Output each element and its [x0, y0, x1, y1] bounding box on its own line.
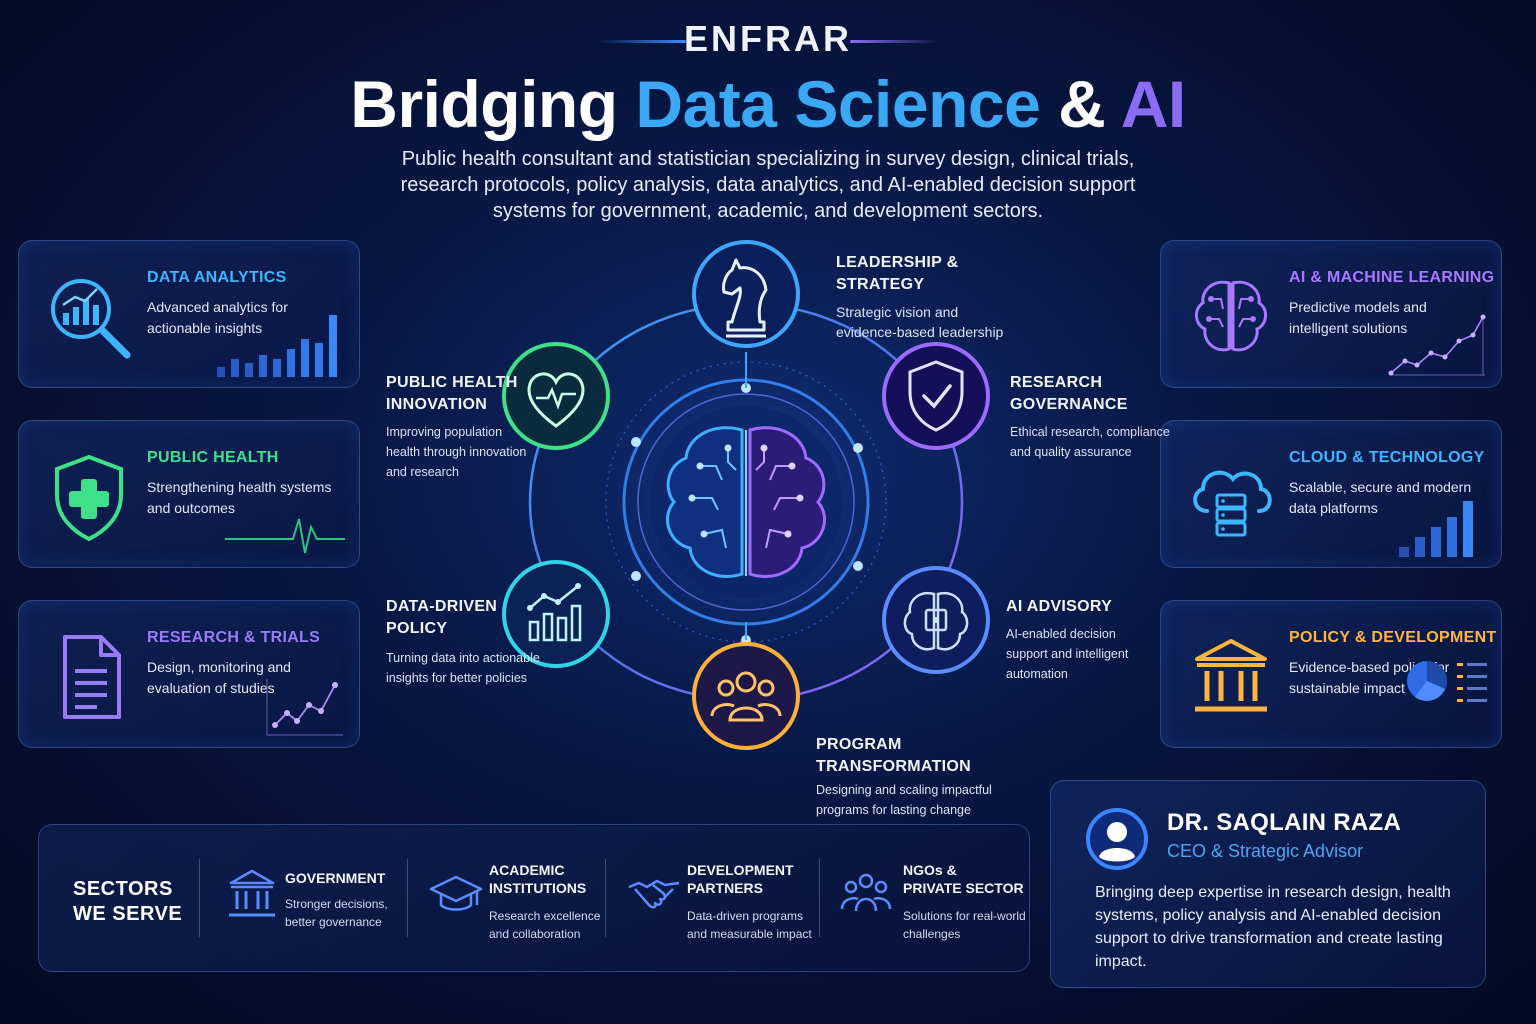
card-desc: Design, monitoring and evaluation of stu…	[147, 659, 291, 696]
chess-knight-icon	[722, 258, 768, 338]
chip-brain-icon	[903, 591, 969, 651]
node-research-governance	[882, 342, 990, 450]
card-policy-development: POLICY & DEVELOPMENT Evidence-based poli…	[1160, 600, 1502, 748]
divider	[605, 859, 606, 937]
brand-name: ENFRAR	[684, 18, 852, 59]
label-leadership-strategy: LEADERSHIP & STRATEGY Strategic vision a…	[836, 254, 1004, 340]
profile-name: DR. SAQLAIN RAZA	[1167, 809, 1402, 836]
trend-line-decoration	[1388, 314, 1486, 376]
node-leadership-strategy	[692, 240, 800, 348]
card-desc: Evidence-based policy for sustainable im…	[1289, 659, 1450, 696]
magnifier-chart-icon	[51, 279, 131, 359]
card-desc: Advanced analytics for actionable insigh…	[147, 299, 288, 336]
card-title: DATA ANALYTICS	[147, 269, 287, 286]
brand-line-right	[850, 40, 940, 43]
card-desc: Strengthening health systems and outcome…	[147, 479, 332, 516]
card-research-trials: RESEARCH & TRIALS Design, monitoring and…	[18, 600, 360, 748]
cloud-server-icon	[1193, 470, 1272, 537]
card-cloud-technology: CLOUD & TECHNOLOGY Scalable, secure and …	[1160, 420, 1502, 568]
card-desc: Scalable, secure and modern data platfor…	[1289, 479, 1472, 516]
card-desc: Predictive models and intelligent soluti…	[1289, 299, 1427, 336]
government-building-icon	[229, 869, 275, 917]
divider	[199, 859, 200, 937]
line-graph-decoration	[266, 679, 343, 736]
card-title: AI & MACHINE LEARNING	[1289, 269, 1495, 286]
label-public-health-innovation: PUBLIC HEALTH INNOVATION Improving popul…	[386, 374, 527, 479]
title-part-4: AI	[1120, 67, 1187, 141]
node-ai-advisory	[882, 566, 990, 674]
central-hub-diagram	[502, 240, 990, 750]
divider	[819, 859, 820, 937]
shield-cross-icon	[55, 454, 123, 542]
sectors-title: SECTORS WE SERVE	[73, 878, 183, 925]
node-program-transformation	[692, 642, 800, 750]
bar-graph-decoration	[217, 315, 337, 377]
title-part-1: Bridging	[350, 67, 618, 141]
card-title: CLOUD & TECHNOLOGY	[1289, 449, 1485, 466]
brand-line-left	[596, 40, 686, 43]
pulse-line-decoration	[225, 518, 345, 554]
graduation-cap-icon	[429, 875, 483, 911]
profile-card: DR. SAQLAIN RAZA CEO & Strategic Advisor…	[1050, 780, 1486, 988]
divider	[407, 859, 408, 937]
card-title: RESEARCH & TRIALS	[147, 629, 321, 646]
subtitle-line-1: Public health consultant and statisticia…	[401, 148, 1135, 170]
card-title: POLICY & DEVELOPMENT	[1289, 629, 1497, 646]
label-program-transformation: PROGRAM TRANSFORMATION Designing and sca…	[816, 736, 992, 817]
card-public-health: PUBLIC HEALTH Strengthening health syste…	[18, 420, 360, 568]
profile-bio: Bringing deep expertise in research desi…	[1095, 884, 1451, 970]
label-ai-advisory: AI ADVISORY AI-enabled decision support …	[1006, 598, 1129, 681]
title-part-3: &	[1058, 67, 1106, 141]
subtitle-line-3: systems for government, academic, and de…	[492, 200, 1044, 222]
subtitle-line-2: research protocols, policy analysis, dat…	[400, 174, 1136, 196]
people-group-icon	[710, 671, 782, 722]
page-title: Bridging Data Science & AI	[0, 66, 1536, 142]
card-title: PUBLIC HEALTH	[147, 449, 279, 466]
card-ai-machine-learning: AI & MACHINE LEARNING Predictive models …	[1160, 240, 1502, 388]
pie-legend-decoration	[1407, 661, 1487, 702]
node-data-driven-policy	[502, 560, 610, 668]
label-research-governance: RESEARCH GOVERNANCE Ethical research, co…	[1010, 374, 1170, 459]
brain-circuit-icon	[1195, 280, 1267, 352]
brain-icon	[665, 426, 827, 578]
page-subtitle: Public health consultant and statisticia…	[0, 146, 1536, 224]
document-icon	[63, 635, 121, 719]
sectors-panel: SECTORS WE SERVE GOVERNMENT Stronger dec…	[38, 824, 1030, 972]
card-data-analytics: DATA ANALYTICS Advanced analytics for ac…	[18, 240, 360, 388]
title-part-2: Data Science	[635, 67, 1041, 141]
heart-pulse-icon	[527, 372, 585, 428]
label-data-driven-policy: DATA-DRIVEN POLICY Turning data into act…	[386, 598, 540, 685]
institution-icon	[1195, 639, 1267, 712]
avatar	[1086, 808, 1148, 870]
profile-role: CEO & Strategic Advisor	[1167, 841, 1364, 861]
node-public-health-innovation	[502, 342, 610, 450]
handshake-icon	[628, 879, 680, 909]
people-icon	[840, 873, 892, 912]
bar-graph-decoration	[1399, 501, 1473, 557]
bar-chart-icon	[527, 583, 582, 642]
shield-check-icon	[908, 360, 964, 432]
